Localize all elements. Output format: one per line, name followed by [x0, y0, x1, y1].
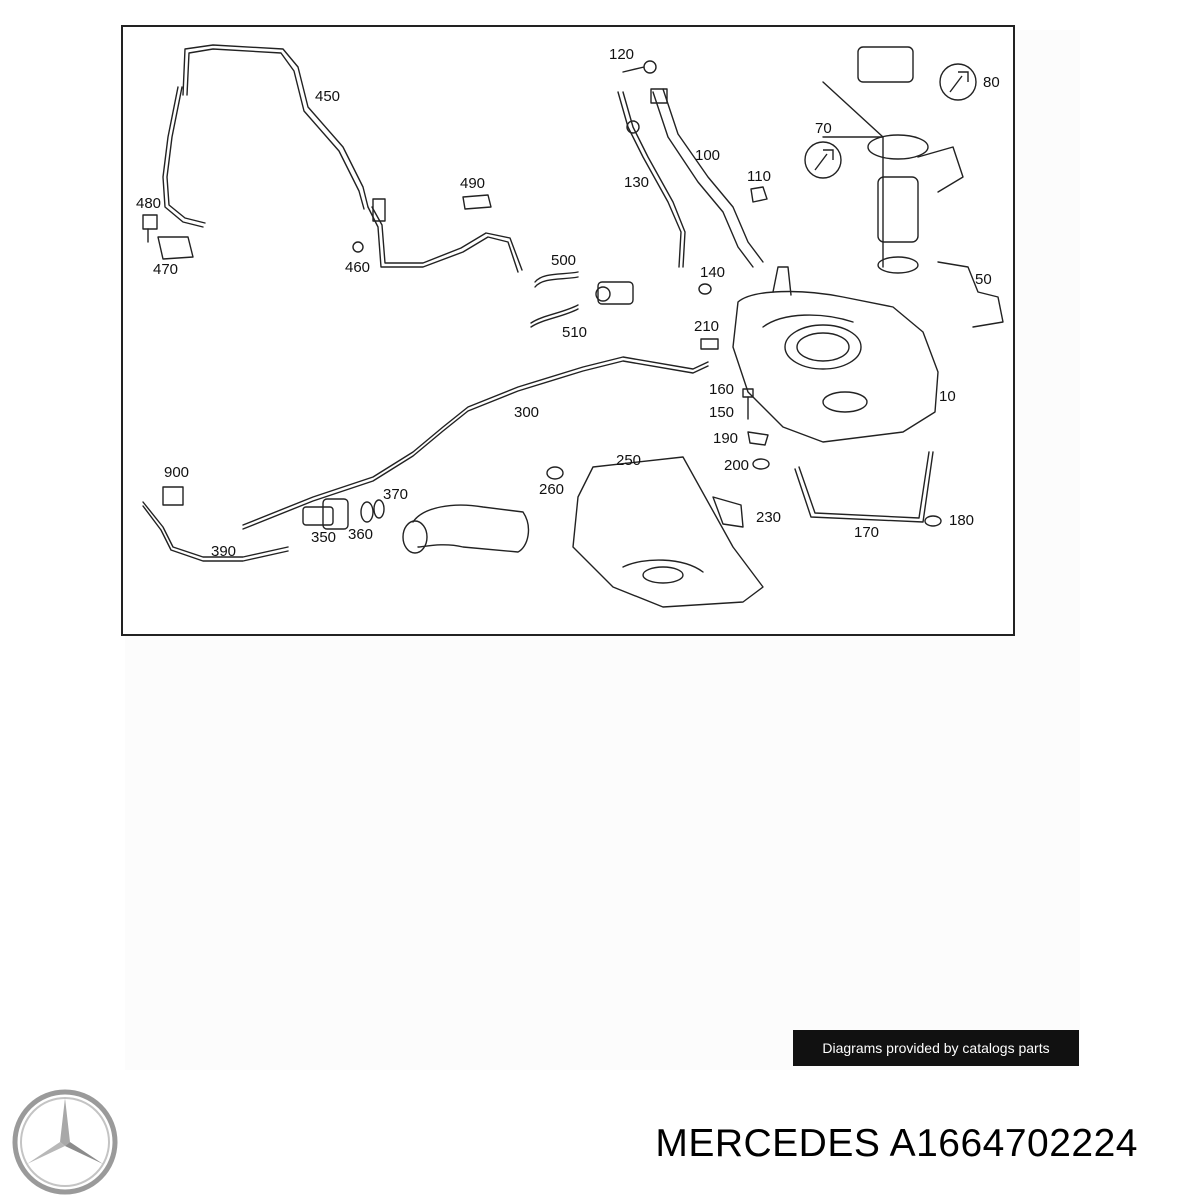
callout-80: 80: [983, 74, 1000, 91]
brand-name: MERCEDES: [655, 1122, 881, 1165]
callout-180: 180: [949, 512, 975, 529]
callout-210: 210: [694, 318, 720, 335]
nut-260: [546, 466, 564, 480]
hose-500: [534, 271, 579, 283]
ring-370: [373, 499, 385, 519]
seal-140: [698, 283, 712, 295]
filler-neck-100: [650, 88, 764, 268]
bracket-470: [157, 236, 194, 260]
nut-160: [742, 388, 754, 398]
clip-490: [462, 194, 492, 210]
callout-230: 230: [756, 509, 782, 526]
nut-180: [924, 515, 942, 527]
callout-160: 160: [709, 381, 735, 398]
callout-900: 900: [164, 464, 190, 481]
callout-50: 50: [975, 271, 992, 288]
callout-100: 100: [695, 147, 721, 164]
pump-unit: [597, 281, 634, 305]
part-number: A1664702224: [889, 1122, 1138, 1165]
mercedes-star-logo: [11, 1088, 119, 1201]
grommet-110: [750, 186, 768, 203]
clip-480: [142, 214, 158, 230]
line-clip-460: [372, 198, 386, 222]
callout-450: 450: [315, 88, 341, 105]
heat-shield-250: [572, 456, 764, 608]
grommet-460: [352, 241, 364, 253]
fuel-line-300: [242, 356, 709, 526]
sender-80: [857, 46, 914, 83]
callout-170: 170: [854, 524, 880, 541]
callout-370: 370: [383, 486, 409, 503]
seal-360: [360, 501, 374, 523]
callout-510: 510: [562, 324, 588, 341]
callout-150: 150: [709, 404, 735, 421]
wrench-icon: [939, 63, 977, 101]
fuel-line-450: [162, 44, 369, 228]
callout-190: 190: [713, 430, 739, 447]
cap-120: [643, 60, 657, 74]
callout-350: 350: [311, 529, 337, 546]
callout-460: 460: [345, 259, 371, 276]
callout-500: 500: [551, 252, 577, 269]
callout-260: 260: [539, 481, 565, 498]
tank-strap-170: [794, 451, 934, 523]
clip-900: [162, 486, 184, 506]
callout-140: 140: [700, 264, 726, 281]
parts-diagram: 120 80 450 70 100 110 130 490 480 460 47…: [121, 25, 1015, 636]
vent-line-130: [617, 91, 686, 268]
nut-200: [752, 458, 770, 470]
callout-490: 490: [460, 175, 486, 192]
bracket-230: [712, 496, 744, 528]
callout-120: 120: [609, 46, 635, 63]
fuel-tank-10: [732, 266, 939, 443]
callout-300: 300: [514, 404, 540, 421]
callout-390: 390: [211, 543, 237, 560]
wrench-icon: [804, 141, 842, 179]
lock-ring-70: [867, 134, 929, 160]
bracket-190: [747, 431, 769, 446]
fuel-line-390: [142, 501, 289, 558]
callout-70: 70: [815, 120, 832, 137]
callout-480: 480: [136, 195, 162, 212]
callout-200: 200: [724, 457, 750, 474]
part-title: MERCEDES A1664702224: [655, 1122, 1138, 1166]
callout-110: 110: [747, 168, 771, 185]
hose-510: [530, 308, 579, 328]
callout-470: 470: [153, 261, 179, 278]
callout-360: 360: [348, 526, 374, 543]
callout-130: 130: [624, 174, 650, 191]
callout-10: 10: [939, 388, 956, 405]
filler-hose: [412, 504, 530, 553]
attribution-badge: Diagrams provided by catalogs parts: [793, 1030, 1079, 1066]
fuel-pump-module: [877, 176, 919, 243]
callout-250: 250: [616, 452, 642, 469]
bracket-210: [700, 338, 719, 350]
diagram-drawing: [142, 44, 1004, 608]
valve-350: [302, 506, 334, 526]
seal-ring-50: [877, 256, 919, 274]
